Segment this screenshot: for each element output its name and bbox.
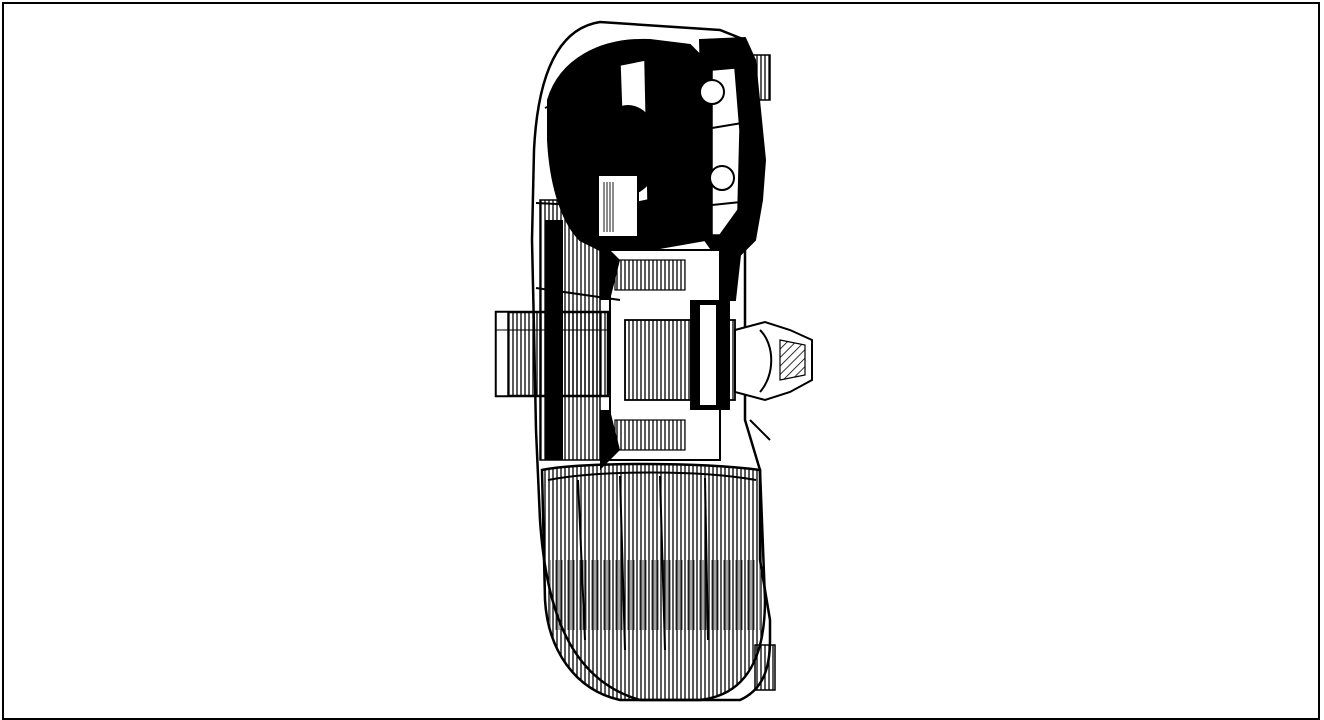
pump-drive-hub — [734, 320, 813, 402]
lower-drum — [540, 462, 776, 702]
front-cover — [698, 36, 771, 301]
central-hub — [600, 240, 736, 470]
leader-lines — [535, 94, 771, 441]
input-shaft — [494, 310, 610, 398]
torus-section — [547, 38, 706, 257]
